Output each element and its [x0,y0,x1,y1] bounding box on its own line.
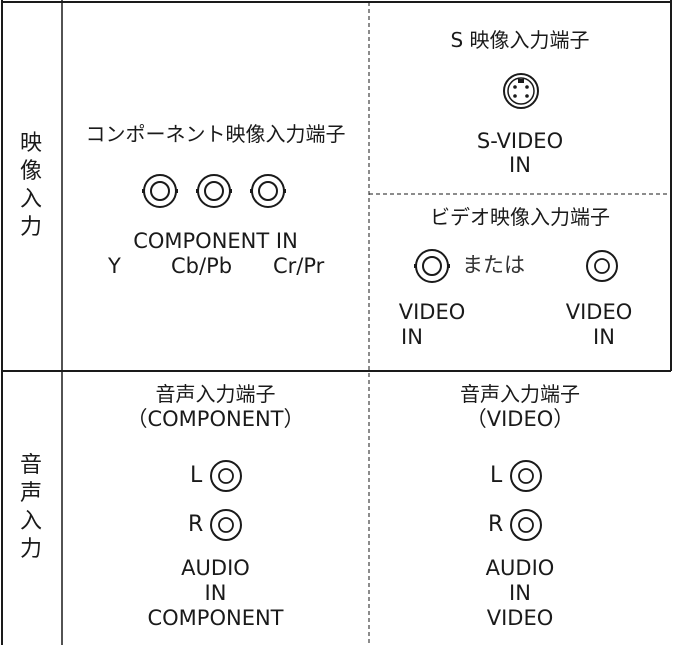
or-text: または [462,253,525,277]
rca-jack-icon [414,249,450,283]
video-left-label-line2: IN [401,325,423,349]
svideo-jack-icon [503,73,539,109]
row-label-char: 映 [19,131,42,156]
audio-component-label-line1: AUDIO [181,556,250,580]
row-label-char: 音 [19,453,42,478]
component-y-label: Y [108,254,121,278]
audio-video-label-line3: VIDEO [486,606,554,630]
audio-component-heading-line2: （COMPONENT） [126,407,305,431]
pin-jack-icon [210,460,242,492]
audio-video-heading-line2: （VIDEO） [465,407,575,431]
audio-video-l-label: L [490,463,503,488]
audio-input-row-label: 音 声 入 力 [0,452,62,564]
audio-video-heading-line1: 音声入力端子 [460,382,580,406]
audio-video-label-line2: IN [509,581,531,605]
pin-jack-icon [210,509,242,541]
audio-component-heading-line1: 音声入力端子 [155,382,276,406]
video-right-label-line1: VIDEO [565,300,633,324]
pin-jack-icon [510,509,542,541]
svideo-label-line2: IN [509,153,531,177]
component-jacks [142,174,286,208]
row-label-char: 像 [19,159,42,184]
pin-jack-icon [510,460,542,492]
audio-component-l-label: L [190,463,203,488]
rca-jack-icon [142,174,178,208]
row-label-char: 力 [19,215,42,240]
rca-jack-icon [250,174,286,208]
video-right-label-line2: IN [593,325,615,349]
audio-component-r-label: R [188,512,204,537]
audio-video-label-line1: AUDIO [485,556,555,580]
svideo-label-line1: S-VIDEO [476,129,564,153]
component-cr-label: Cr/Pr [273,254,325,278]
row-label-char: 力 [19,537,42,562]
audio-video-r-label: R [488,512,504,537]
row-label-char: 声 [19,481,42,506]
row-label-char: 入 [19,509,42,534]
svideo-heading: S 映像入力端子 [450,28,590,52]
component-in-label: COMPONENT IN [133,229,298,253]
component-cb-label: Cb/Pb [171,254,233,278]
audio-component-label-line2: IN [204,581,227,605]
audio-component-label-line3: COMPONENT [147,606,284,630]
rca-jack-icon [196,174,232,208]
row-label-char: 入 [19,187,42,212]
video-heading: ビデオ映像入力端子 [430,205,610,229]
video-left-label-line1: VIDEO [398,300,466,324]
pin-jack-icon [586,250,618,282]
component-video-heading: コンポーネント映像入力端子 [85,122,346,146]
video-input-row-label: 映 像 入 力 [0,130,62,242]
